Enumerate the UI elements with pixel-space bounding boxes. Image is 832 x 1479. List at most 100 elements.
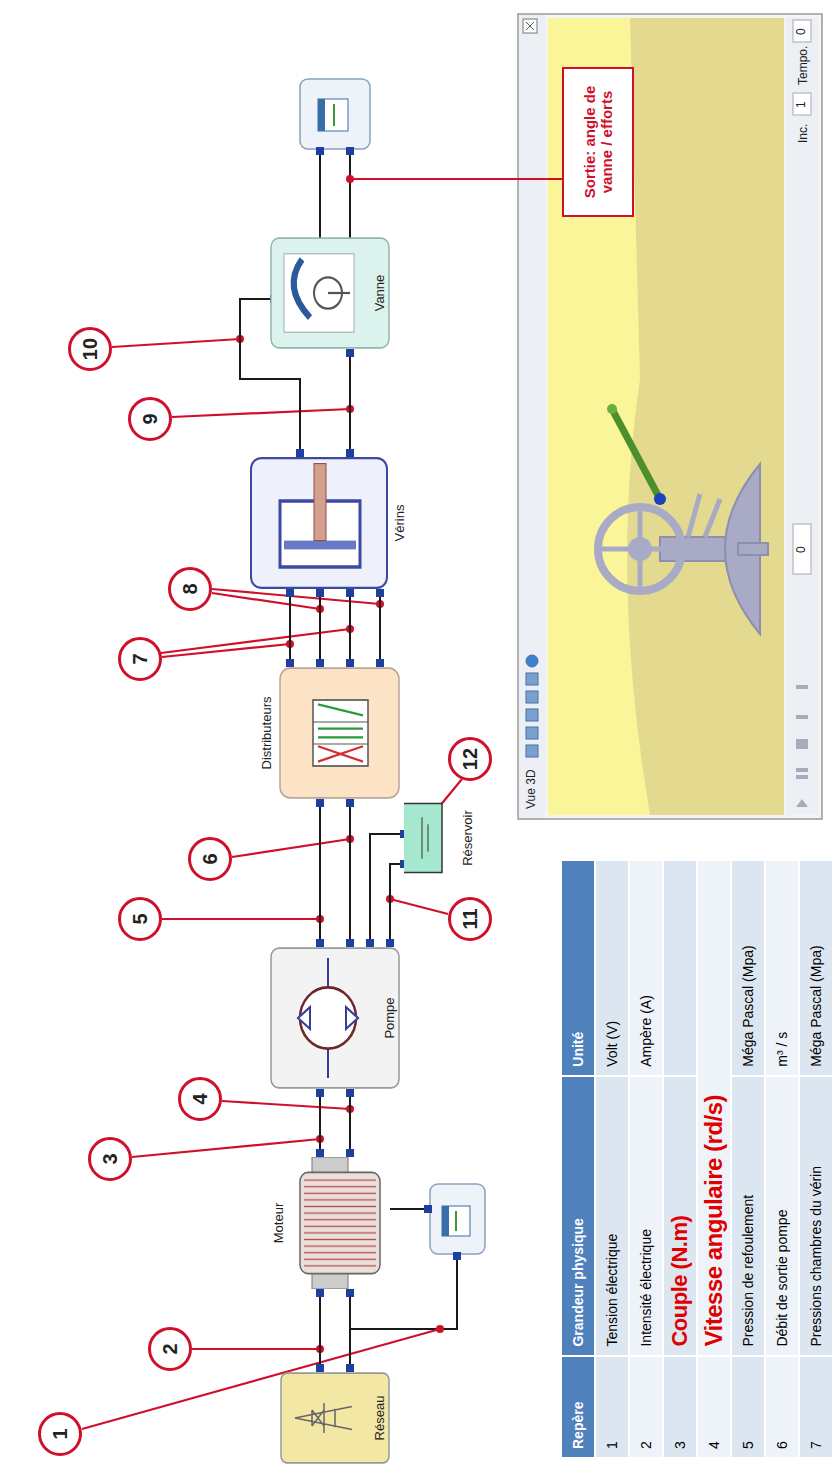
table-cell: 4 [706,1441,722,1449]
table-cell: Unité [570,1032,586,1067]
table-cell: 1 [604,1441,620,1449]
control-label: Inc. [796,124,810,143]
table-cell: 2 [638,1441,654,1449]
port [346,659,354,667]
component-box: Réseau [280,1372,390,1464]
port [346,939,354,947]
port [346,1149,354,1157]
wire [390,864,400,947]
wire [349,1289,351,1372]
callout-text: 1 [49,1428,72,1439]
component-box: Distributeurs [258,667,400,799]
port [296,449,304,457]
port [366,939,374,947]
callout-text: 8 [179,583,202,594]
display-box [300,79,370,149]
callout-text: 11 [459,908,482,929]
callout-number: 1 [38,1412,82,1456]
node-label: Sortie: angle de vanne / efforts [581,75,615,209]
port [316,589,324,597]
port [346,1364,354,1372]
callout-number: 12 [448,737,492,781]
node-label: Réseau [372,1372,387,1464]
wire [319,589,321,667]
port [386,939,394,947]
wire [379,589,381,667]
component-box: Moteur [270,1157,390,1289]
control-label: Tempo. [796,46,810,85]
port [286,589,294,597]
table-cell: Pressions chambres du vérin [808,1166,824,1347]
table-cell: Pression de refoulement [740,1195,756,1347]
port [286,659,294,667]
port [346,589,354,597]
component-box: Vérins [250,457,410,589]
callout-number: 6 [188,837,232,881]
wire [349,589,351,667]
table-cell: Tension électrique [604,1234,620,1347]
port [376,659,384,667]
wire [349,349,351,457]
handwritten-note: Vitesse angulaire (rd/s) [700,1095,727,1347]
leader-line [82,179,562,1429]
table-cell: Méga Pascal (Mpa) [808,945,824,1066]
cylinder-icon [250,457,410,589]
callout-text: 7 [129,653,152,664]
callout-number: 2 [148,1327,192,1371]
wire [370,834,400,947]
table-cell: 3 [672,1441,688,1449]
table-cell: Grandeur physique [570,1218,586,1346]
table-cell: Repère [570,1402,586,1449]
handwritten-note: Couple (N.m) [667,1216,692,1347]
port [376,589,384,597]
control-value: 0 [794,28,808,35]
callout-number: 8 [168,567,212,611]
component-box: Pompe [270,947,400,1089]
callout-number: 7 [118,637,162,681]
port [346,799,354,807]
port [316,1364,324,1372]
port [316,1089,324,1097]
wire [349,799,351,947]
port [346,1089,354,1097]
callout-number: 9 [128,397,172,441]
port [316,1149,324,1157]
port [316,1289,324,1297]
node-label: Vérins [392,457,407,589]
component-box: Vanne [270,237,390,349]
leader-dot [236,175,444,1353]
callout-text: 2 [159,1343,182,1354]
port [316,659,324,667]
callout-number: 11 [448,897,492,941]
wire [289,589,291,667]
table-cell: Volt (V) [604,1021,620,1067]
window-title: Vue 3D [524,769,538,809]
table-cell: 5 [740,1441,756,1449]
callout-box: Sortie: angle de vanne / efforts [562,67,634,217]
table-cell: m³ / s [774,1032,790,1067]
node-label: Vanne [372,237,387,349]
callout-text: 5 [129,913,152,924]
wire [319,1089,321,1157]
data-table: Repère Grandeur physique Unité 1 Tension éle… [560,859,832,1459]
node-label: Pompe [382,947,397,1089]
port [316,939,324,947]
callout-number: 4 [178,1077,222,1121]
wire [349,1089,351,1157]
node-label: Moteur [271,1157,286,1289]
table-cell: Débit de sortie pompe [774,1210,790,1347]
callout-number: 10 [68,327,112,371]
callout-text: 9 [139,413,162,424]
vue-3d-window [518,14,822,819]
port [346,449,354,457]
pump-icon [270,947,400,1089]
callout-text: 3 [99,1153,122,1164]
table-cell: 7 [808,1441,824,1449]
control-value: 1 [794,101,808,108]
valve-block-icon [258,667,400,799]
port [346,349,354,357]
table-cell: 6 [774,1441,790,1449]
table-cell: Ampère (A) [638,995,654,1067]
callout-text: 12 [459,748,482,770]
wire [319,799,321,947]
